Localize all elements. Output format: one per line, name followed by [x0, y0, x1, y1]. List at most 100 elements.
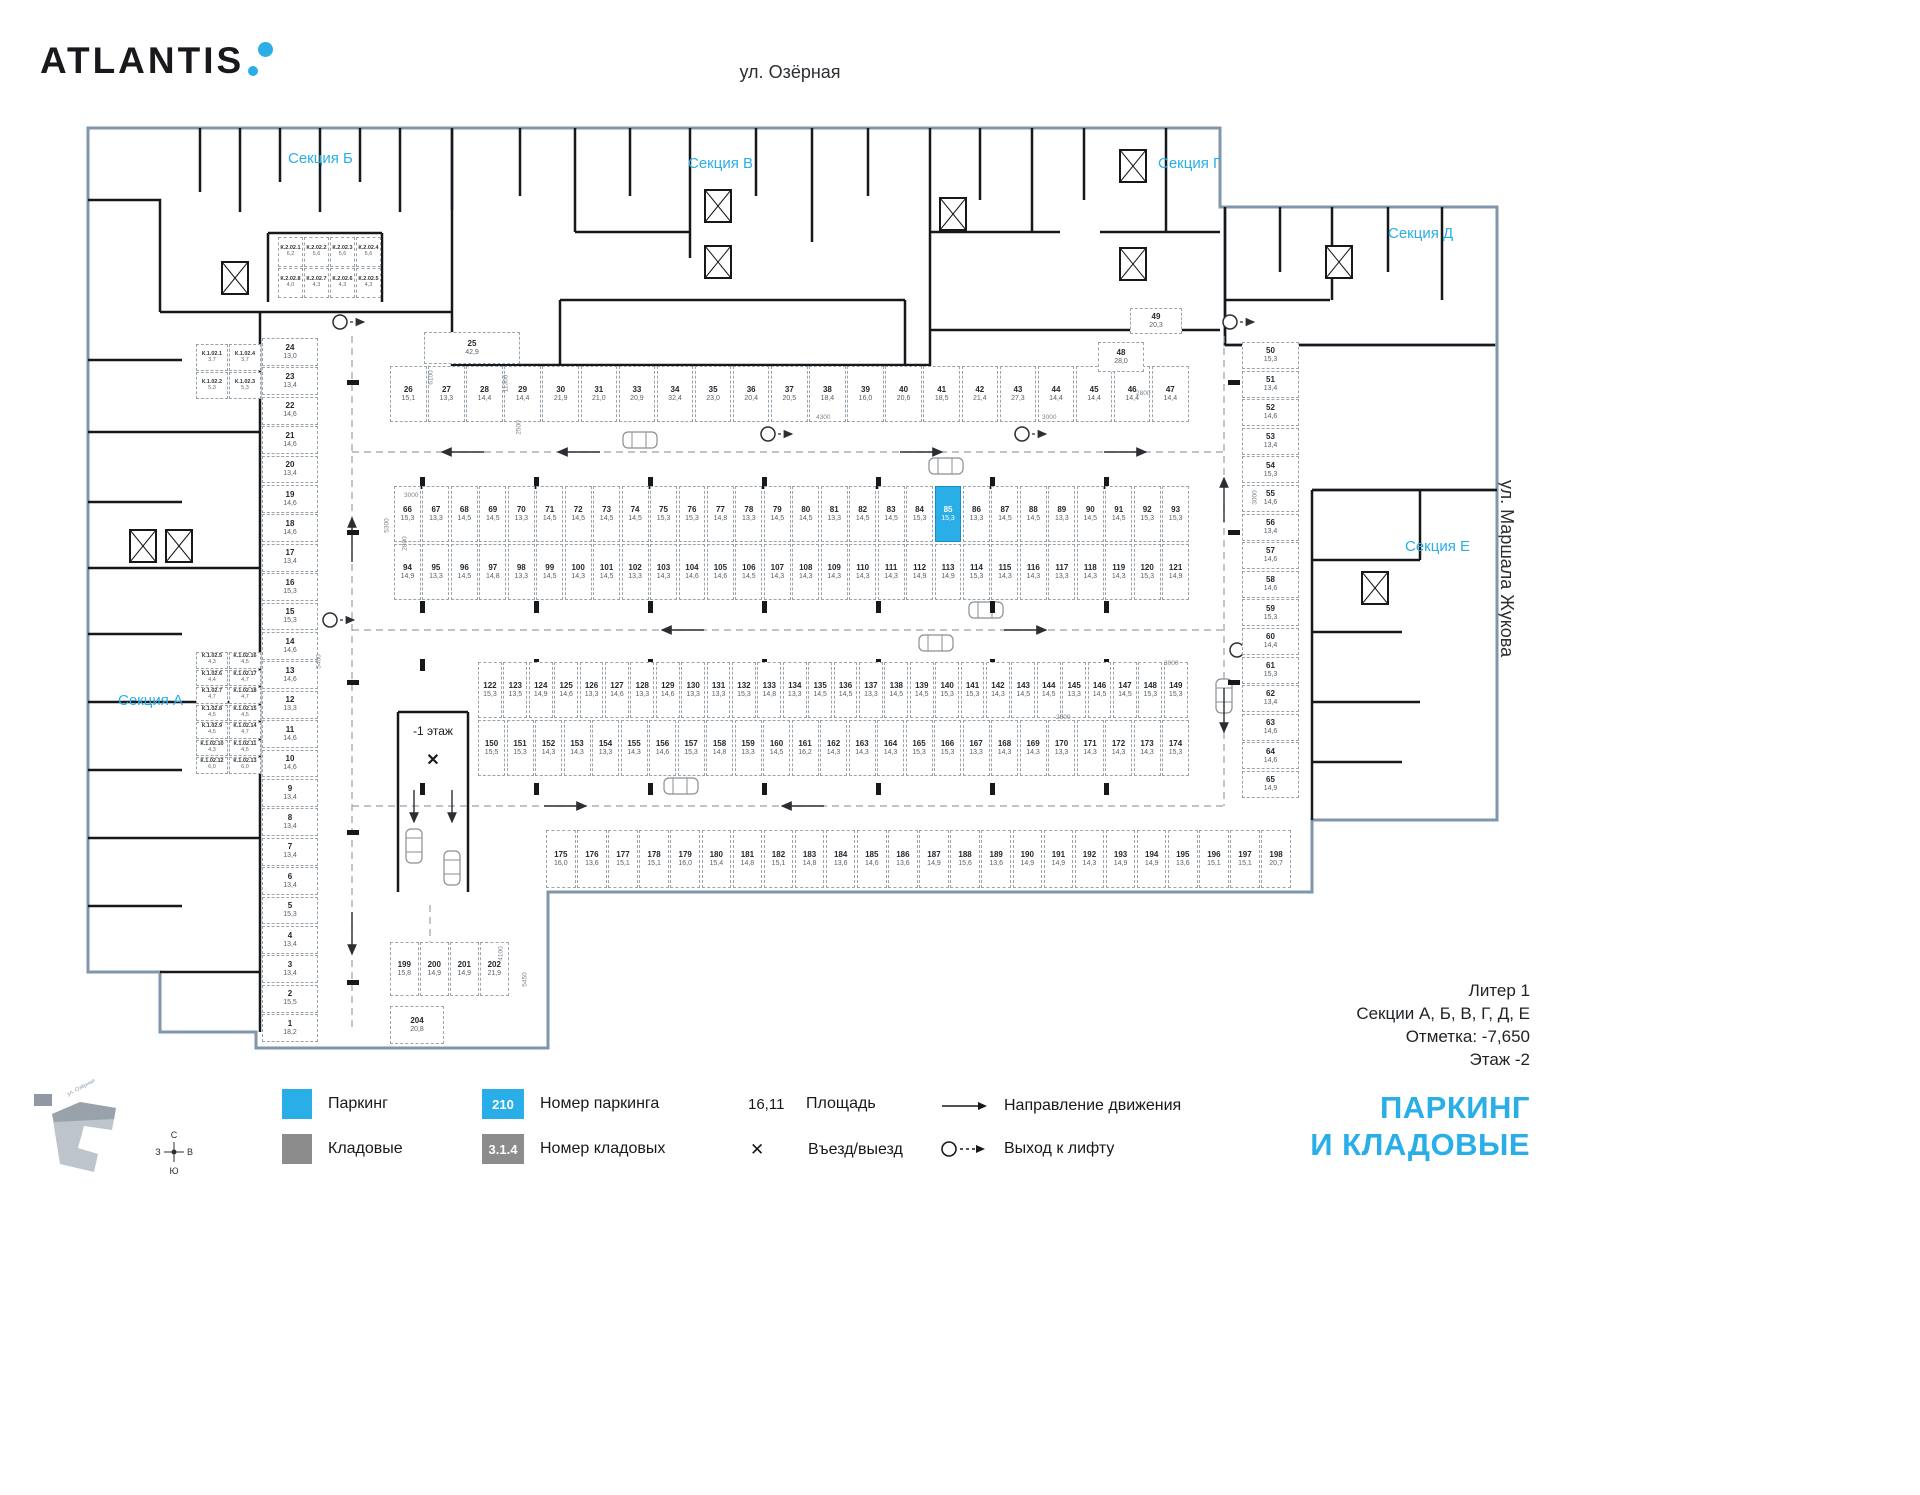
- parking-space-68[interactable]: 6814,5: [450, 486, 478, 542]
- parking-space-28[interactable]: 2814,4: [466, 366, 503, 422]
- parking-space-77[interactable]: 7714,8: [706, 486, 734, 542]
- parking-space-189[interactable]: 18913,6: [981, 830, 1011, 888]
- parking-space-155[interactable]: 15514,3: [620, 720, 648, 776]
- parking-space-139[interactable]: 13914,5: [909, 662, 934, 718]
- parking-space-96[interactable]: 9614,5: [450, 544, 478, 600]
- parking-space-64[interactable]: 6414,6: [1242, 742, 1299, 770]
- parking-space-163[interactable]: 16314,3: [848, 720, 876, 776]
- parking-space-130[interactable]: 13013,3: [681, 662, 706, 718]
- storage-К.2.02.4[interactable]: К.2.02.45,6: [356, 237, 381, 267]
- parking-space-61[interactable]: 6115,3: [1242, 656, 1299, 684]
- parking-space-118[interactable]: 11814,3: [1076, 544, 1104, 600]
- parking-space-34[interactable]: 3432,4: [656, 366, 694, 422]
- parking-space-181[interactable]: 18114,8: [732, 830, 763, 888]
- storage-К.1.02.18[interactable]: К.1.02.184,7: [229, 687, 261, 704]
- parking-space-21[interactable]: 2114,6: [262, 426, 318, 455]
- parking-space-19[interactable]: 1914,6: [262, 485, 318, 513]
- parking-space-52[interactable]: 5214,6: [1242, 399, 1299, 427]
- parking-space-129[interactable]: 12914,6: [655, 662, 680, 718]
- parking-space-136[interactable]: 13614,5: [833, 662, 858, 718]
- parking-space-143[interactable]: 14314,5: [1011, 662, 1036, 718]
- parking-space-109[interactable]: 10914,3: [820, 544, 848, 600]
- parking-space-4[interactable]: 413,4: [262, 926, 318, 954]
- parking-space-35[interactable]: 3523,0: [694, 366, 732, 422]
- storage-К.1.02.6[interactable]: К.1.02.64,4: [196, 669, 228, 686]
- parking-space-47[interactable]: 4714,4: [1152, 366, 1189, 422]
- storage-К.2.02.8[interactable]: К.2.02.84,0: [278, 268, 303, 298]
- parking-space-151[interactable]: 15115,3: [506, 720, 534, 776]
- storage-К.2.02.7[interactable]: К.2.02.74,3: [304, 268, 329, 298]
- parking-space-185[interactable]: 18514,6: [857, 830, 887, 888]
- storage-К.2.02.5[interactable]: К.2.02.54,3: [356, 268, 381, 298]
- parking-space-180[interactable]: 18015,4: [701, 830, 732, 888]
- parking-space-179[interactable]: 17916,0: [670, 830, 700, 888]
- parking-space-17[interactable]: 1713,4: [262, 543, 318, 572]
- parking-space-24[interactable]: 2413,0: [262, 338, 318, 366]
- parking-space-20[interactable]: 2013,4: [262, 455, 318, 484]
- parking-space-99[interactable]: 9914,5: [536, 544, 564, 600]
- parking-space-123[interactable]: 12313,5: [503, 662, 528, 718]
- parking-space-138[interactable]: 13814,5: [884, 662, 909, 718]
- parking-space-1[interactable]: 118,2: [262, 1014, 318, 1043]
- parking-space-188[interactable]: 18815,6: [950, 830, 980, 888]
- parking-space-137[interactable]: 13713,3: [859, 662, 883, 718]
- parking-space-108[interactable]: 10814,3: [792, 544, 820, 600]
- parking-space-124[interactable]: 12414,9: [528, 662, 553, 718]
- parking-space-78[interactable]: 7813,3: [735, 486, 763, 542]
- storage-К.1.02.3[interactable]: К.1.02.35,3: [229, 372, 261, 399]
- parking-space-144[interactable]: 14414,5: [1036, 662, 1061, 718]
- parking-space-60[interactable]: 6014,4: [1242, 628, 1299, 656]
- storage-К.2.02.3[interactable]: К.2.02.35,6: [330, 237, 355, 267]
- storage-К.1.02.17[interactable]: К.1.02.174,7: [229, 669, 261, 686]
- storage-К.1.02.11[interactable]: К.1.02.114,5: [229, 739, 261, 756]
- parking-space-154[interactable]: 15413,3: [592, 720, 619, 776]
- parking-space-85[interactable]: 8515,3: [934, 486, 962, 542]
- parking-space-51[interactable]: 5113,4: [1242, 370, 1299, 398]
- parking-space-87[interactable]: 8714,5: [991, 486, 1019, 542]
- parking-space-202[interactable]: 20221,9: [480, 942, 509, 996]
- parking-space-127[interactable]: 12714,6: [605, 662, 629, 718]
- parking-space-170[interactable]: 17013,3: [1048, 720, 1075, 776]
- parking-space-73[interactable]: 7314,5: [593, 486, 621, 542]
- parking-space-23[interactable]: 2313,4: [262, 367, 318, 396]
- parking-space-177[interactable]: 17715,1: [608, 830, 638, 888]
- storage-К.1.02.4[interactable]: К.1.02.43,7: [229, 344, 261, 371]
- parking-space-8[interactable]: 813,4: [262, 808, 318, 837]
- parking-space-194[interactable]: 19414,9: [1136, 830, 1167, 888]
- parking-space-193[interactable]: 19314,9: [1105, 830, 1136, 888]
- parking-space-145[interactable]: 14513,3: [1062, 662, 1087, 718]
- parking-space-13[interactable]: 1314,6: [262, 661, 318, 690]
- parking-space-113[interactable]: 11314,9: [934, 544, 962, 600]
- parking-space-50[interactable]: 5015,3: [1242, 342, 1299, 370]
- parking-space-148[interactable]: 14815,3: [1138, 662, 1163, 718]
- parking-space-69[interactable]: 6914,5: [479, 486, 507, 542]
- parking-space-110[interactable]: 11014,3: [849, 544, 877, 600]
- parking-space-147[interactable]: 14714,5: [1113, 662, 1137, 718]
- parking-space-49[interactable]: 4920,3: [1130, 308, 1182, 334]
- parking-space-86[interactable]: 8613,3: [963, 486, 990, 542]
- parking-space-196[interactable]: 19615,1: [1199, 830, 1229, 888]
- parking-space-79[interactable]: 7914,5: [763, 486, 791, 542]
- parking-space-102[interactable]: 10213,3: [621, 544, 649, 600]
- storage-К.1.02.15[interactable]: К.1.02.154,5: [229, 704, 261, 721]
- parking-space-191[interactable]: 19114,9: [1043, 830, 1074, 888]
- parking-space-165[interactable]: 16515,3: [905, 720, 933, 776]
- parking-space-111[interactable]: 11114,3: [877, 544, 905, 600]
- parking-space-201[interactable]: 20114,9: [450, 942, 479, 996]
- parking-space-132[interactable]: 13215,3: [732, 662, 756, 718]
- parking-space-146[interactable]: 14614,5: [1087, 662, 1112, 718]
- parking-space-48[interactable]: 4828,0: [1098, 342, 1144, 372]
- parking-space-176[interactable]: 17613,6: [577, 830, 607, 888]
- parking-space-25[interactable]: 2542,9: [424, 332, 520, 364]
- parking-space-75[interactable]: 7515,3: [650, 486, 677, 542]
- parking-space-112[interactable]: 11214,9: [906, 544, 934, 600]
- parking-space-100[interactable]: 10014,3: [564, 544, 592, 600]
- parking-space-56[interactable]: 5613,4: [1242, 513, 1299, 541]
- parking-space-31[interactable]: 3121,0: [580, 366, 618, 422]
- parking-space-150[interactable]: 15015,5: [478, 720, 505, 776]
- parking-space-65[interactable]: 6514,9: [1242, 771, 1299, 799]
- parking-space-161[interactable]: 16116,2: [791, 720, 819, 776]
- parking-space-166[interactable]: 16615,3: [934, 720, 961, 776]
- storage-К.1.02.12[interactable]: К.1.02.126,0: [196, 757, 228, 774]
- parking-space-106[interactable]: 10614,5: [735, 544, 763, 600]
